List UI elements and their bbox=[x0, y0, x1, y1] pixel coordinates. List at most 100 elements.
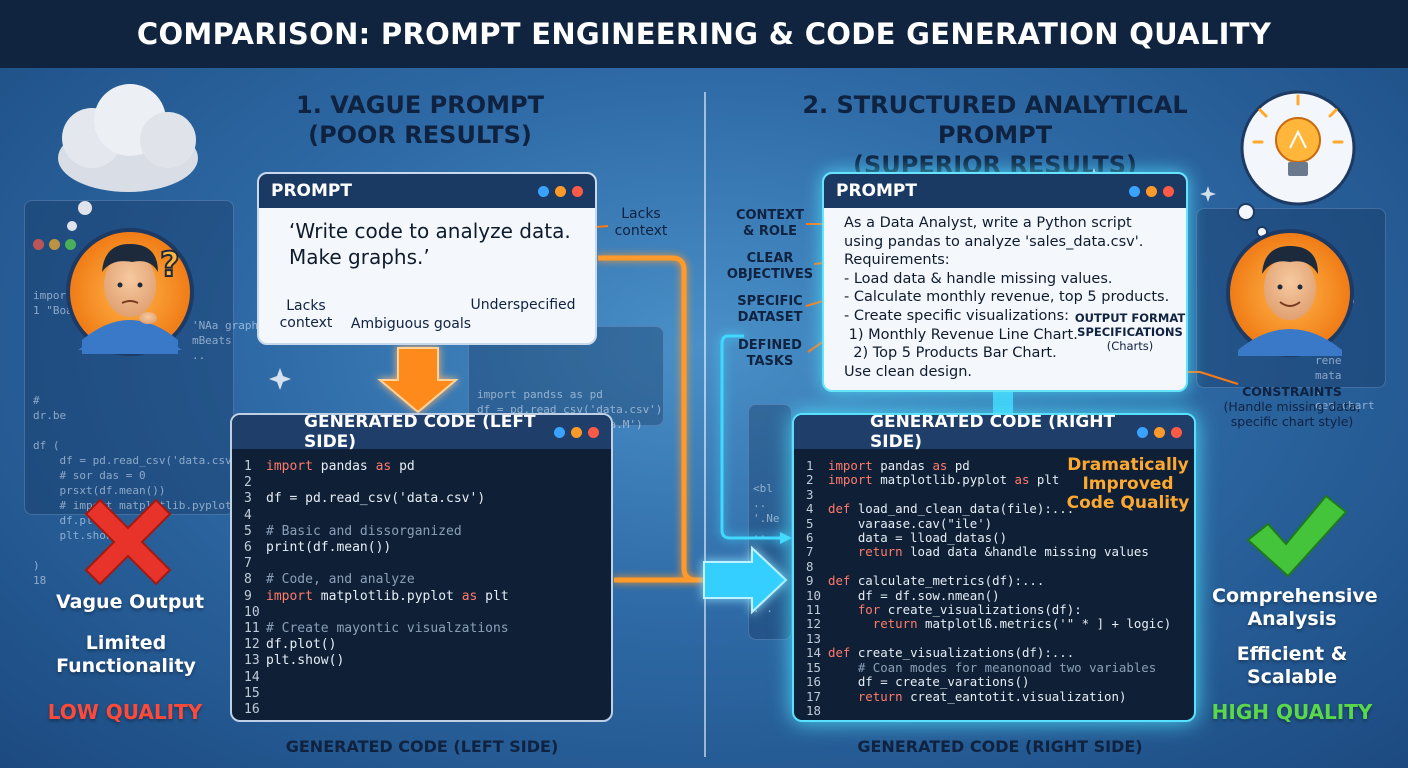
window-dot-orange[interactable] bbox=[555, 185, 566, 197]
line-number: 10 bbox=[244, 604, 260, 620]
annotation-ambiguous-goals: Ambiguous goals bbox=[350, 316, 472, 332]
svg-text:?: ? bbox=[160, 245, 180, 285]
page-title: COMPARISON: PROMPT ENGINEERING & CODE GE… bbox=[136, 17, 1272, 51]
prompt-line: 2) Top 5 Products Bar Chart. bbox=[844, 345, 1057, 362]
line-number: 1 bbox=[806, 458, 814, 473]
left-code-line: 7 bbox=[244, 556, 601, 572]
annotation-lacks-context-bottom: Lacks context bbox=[279, 298, 333, 331]
left-code-line: 11# Create mayontic visualzations bbox=[244, 621, 601, 637]
annotation-underspecified: Underspecified bbox=[470, 297, 576, 313]
line-number: 13 bbox=[244, 653, 260, 669]
window-dot-blue[interactable] bbox=[554, 426, 565, 438]
right-outcome-efficient: Efficient & Scalable bbox=[1236, 643, 1348, 688]
window-controls bbox=[1129, 185, 1174, 197]
code-text: # Code, and analyze bbox=[266, 572, 415, 588]
question-mark-icon: ? bbox=[159, 244, 181, 286]
prompt-code-connector bbox=[993, 392, 1013, 414]
line-number: 17 bbox=[806, 688, 821, 704]
right-arrow-icon bbox=[703, 545, 788, 615]
right-prompt-text: As a Data Analyst, write a Python script… bbox=[844, 214, 1169, 381]
left-code-line: 15 bbox=[244, 686, 601, 702]
right-code-line: 4 def load_and_clean_data(file):... bbox=[806, 501, 1184, 517]
prompt-line: - Create specific visualizations: bbox=[844, 307, 1070, 324]
prompt-line: Use clean design. bbox=[844, 363, 973, 380]
code-text: def load_and_clean_data(file):... bbox=[828, 501, 1075, 517]
window-dot-red[interactable] bbox=[588, 426, 599, 438]
right-code-line: 18 bbox=[806, 703, 1184, 718]
right-code-line: 13 bbox=[806, 631, 1184, 646]
window-dot-red[interactable] bbox=[572, 185, 583, 197]
line-number: 11 bbox=[806, 602, 821, 618]
right-code-body: 1 import pandas as pd 2 import matplotlib.p… bbox=[794, 449, 1194, 718]
code-text: return load data &handle missing values bbox=[857, 544, 1149, 560]
line-number: 14 bbox=[244, 669, 260, 685]
confused-person-icon bbox=[66, 228, 194, 356]
right-code-line: 17 return creat_eantotit.visualization) bbox=[806, 688, 1184, 704]
label-constraints: CONSTRAINTS(Handle missing data,specific… bbox=[1223, 384, 1361, 429]
code-text: df = df.sow.nmean() bbox=[828, 587, 1000, 603]
window-dot-blue[interactable] bbox=[1129, 185, 1140, 197]
right-prompt-titlebar: PROMPT bbox=[824, 174, 1186, 208]
line-number: 1 bbox=[244, 459, 252, 474]
line-number: 12 bbox=[806, 616, 821, 632]
left-code-line: 2 bbox=[244, 475, 601, 491]
prompt-line: 1) Monthly Revenue Line Chart. bbox=[844, 326, 1078, 343]
window-dot-blue[interactable] bbox=[538, 185, 549, 197]
right-code-line: 8 bbox=[806, 558, 1184, 574]
line-number: 6 bbox=[244, 540, 252, 556]
window-controls bbox=[554, 426, 599, 438]
line-number: 7 bbox=[806, 544, 814, 560]
line-number: 15 bbox=[244, 685, 260, 701]
line-number: 3 bbox=[806, 486, 814, 502]
window-dot-blue[interactable] bbox=[1137, 426, 1148, 438]
window-dot-orange[interactable] bbox=[1146, 185, 1157, 197]
line-number: 9 bbox=[806, 573, 814, 589]
code-text: def create_visualizations(df):... bbox=[828, 645, 1075, 661]
code-text: df = create_varations() bbox=[828, 674, 1030, 690]
code-text: import matplotlib.pyplot as plt bbox=[828, 472, 1060, 488]
line-number: 2 bbox=[806, 472, 814, 488]
left-code-titlebar: GENERATED CODE (LEFT SIDE) bbox=[232, 413, 611, 452]
lightbulb-icon bbox=[1252, 94, 1344, 176]
line-number: 15 bbox=[806, 659, 821, 675]
prompt-line: As a Data Analyst, write a Python script bbox=[844, 215, 1132, 231]
right-prompt-title: PROMPT bbox=[836, 181, 917, 201]
title-bar: COMPARISON: PROMPT ENGINEERING & CODE GE… bbox=[0, 0, 1408, 68]
line-number: 3 bbox=[244, 491, 252, 507]
line-number: 4 bbox=[806, 501, 814, 517]
window-controls bbox=[1137, 426, 1182, 438]
right-code-line: 5 varaase.cav("ile') bbox=[806, 515, 1184, 531]
left-code-line: 14 bbox=[244, 670, 601, 686]
line-number: 2 bbox=[244, 475, 252, 491]
prompt-line: using pandas to analyze 'sales_data.csv'… bbox=[844, 233, 1144, 250]
window-dot-red[interactable] bbox=[1171, 426, 1182, 438]
line-number: 11 bbox=[244, 621, 260, 637]
line-number: 9 bbox=[244, 588, 252, 604]
left-code-line: 8 # Code, and analyze bbox=[244, 572, 601, 588]
right-quality-badge: HIGH QUALITY bbox=[1211, 700, 1373, 724]
left-code-title: GENERATED CODE (LEFT SIDE) bbox=[304, 413, 536, 452]
line-number: 16 bbox=[244, 702, 260, 718]
code-text: import pandas as pd bbox=[828, 458, 970, 473]
right-code-line: 11 for create_visualizations(df): bbox=[806, 602, 1184, 618]
right-outcome-comprehensive: Comprehensive Analysis bbox=[1212, 585, 1378, 630]
window-dot-red[interactable] bbox=[1163, 185, 1174, 197]
left-prompt-titlebar: PROMPT bbox=[259, 174, 595, 208]
right-code-line: 6 data = lload_datas() bbox=[806, 530, 1184, 545]
code-text: varaase.cav("ile') bbox=[828, 515, 993, 531]
line-number: 8 bbox=[806, 558, 814, 574]
line-number: 8 bbox=[244, 572, 252, 588]
cloud-icon bbox=[58, 84, 198, 231]
window-dot-orange[interactable] bbox=[1154, 426, 1165, 438]
window-dot-orange[interactable] bbox=[571, 426, 582, 438]
line-number: 5 bbox=[244, 523, 252, 539]
